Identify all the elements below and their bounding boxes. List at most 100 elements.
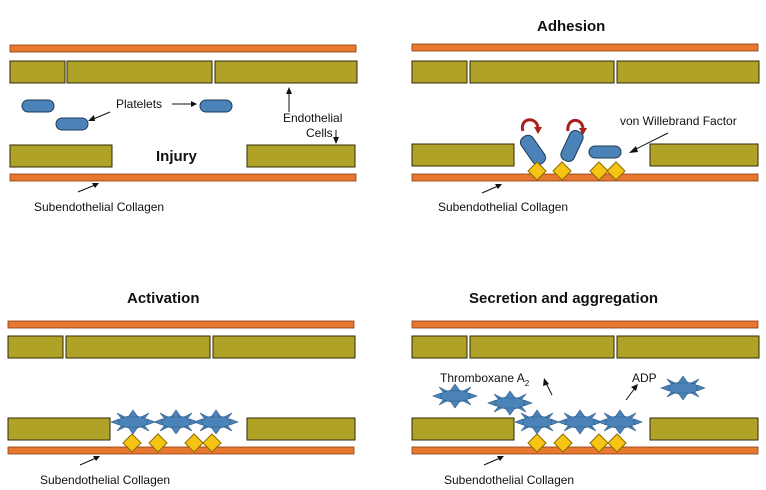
thromboxane-particle [487, 390, 533, 416]
arrow-head [93, 456, 100, 461]
endothelial-cell [411, 417, 515, 441]
arrow [633, 132, 669, 151]
endothelial-cell [7, 417, 111, 441]
adp-label: ADP [632, 371, 657, 385]
endothelial-cell [411, 60, 468, 84]
arrow [79, 457, 97, 466]
endothelial-cell [9, 144, 113, 168]
adp-particle [660, 375, 706, 401]
platelet [519, 134, 547, 166]
platelet [588, 145, 622, 159]
aggregated-platelet [514, 409, 560, 435]
arrow-head [495, 184, 502, 189]
vwf-diamond [606, 161, 626, 181]
subendothelial-collagen [7, 446, 355, 455]
subendothelial-collagen [411, 173, 759, 182]
endothelial-cell [9, 60, 66, 84]
top-collagen-layer [7, 320, 355, 329]
thromboxane-label: Thromboxane A2 [440, 371, 530, 388]
rotation-arrow-head [579, 128, 587, 135]
endothelial-cell [66, 60, 213, 84]
endothelial-cell [246, 144, 356, 168]
vwf-diamond [148, 433, 168, 453]
subendothelial-collagen [411, 446, 759, 455]
thromboxane-text: Thromboxane A [440, 371, 525, 385]
vwf-diamond [202, 433, 222, 453]
vwf-diamond [552, 161, 572, 181]
top-collagen-layer [411, 43, 759, 52]
panel-activation: Activation Subendothelial Collagen [7, 290, 356, 487]
vwf-label: von Willebrand Factor [620, 114, 737, 128]
endothelial-cell [469, 335, 615, 359]
endothelial-cell [65, 335, 211, 359]
injury-title: Injury [156, 148, 197, 165]
collagen-label: Subendothelial Collagen [40, 473, 170, 487]
aggregated-platelet [557, 409, 603, 435]
arrow-head [191, 101, 197, 107]
vwf-diamond [527, 161, 547, 181]
vwf-diamond [589, 433, 609, 453]
arrow-head [88, 115, 95, 121]
endothelial-cell [246, 417, 356, 441]
arrow [77, 184, 96, 193]
arrow-head [543, 378, 549, 386]
adhesion-title: Adhesion [537, 18, 605, 35]
aggregated-platelet [597, 409, 643, 435]
arrow-head [333, 137, 339, 144]
rotation-arrow-icon [566, 119, 585, 132]
platelet [199, 99, 233, 113]
endothelial-cell [411, 143, 515, 167]
endothelial-cell [411, 335, 468, 359]
activation-title: Activation [127, 290, 200, 307]
endothelial-cell [7, 335, 64, 359]
collagen-label: Subendothelial Collagen [34, 200, 164, 214]
top-collagen-layer [411, 320, 759, 329]
arrow-head [497, 456, 504, 461]
top-collagen-layer [9, 44, 357, 53]
arrow [481, 185, 499, 194]
activated-platelet [110, 409, 156, 435]
secretion-title-part2: and aggregation [541, 290, 658, 307]
collagen-label: Subendothelial Collagen [438, 200, 568, 214]
collagen-label: Subendothelial Collagen [444, 473, 574, 487]
platelet [21, 99, 55, 113]
vwf-diamond [607, 433, 627, 453]
vwf-diamond [589, 161, 609, 181]
rotation-arrow-icon [520, 118, 540, 132]
vwf-diamond [122, 433, 142, 453]
secretion-title-part1: Secretion [469, 290, 537, 307]
panel-injury: Platelets Endothelial Cells Injury Suben… [9, 44, 358, 214]
panel-adhesion: Adhesion von Willebrand Factor Subendoth… [411, 18, 760, 214]
arrow [625, 387, 636, 401]
arrow-head [629, 146, 638, 153]
platelet [55, 117, 89, 131]
cells-label: Cells [306, 126, 333, 140]
vwf-diamond [553, 433, 573, 453]
activated-platelet [153, 409, 199, 435]
endothelial-cell [469, 60, 615, 84]
arrow [545, 382, 553, 396]
arrow-head [286, 87, 292, 94]
arrow-head [92, 183, 99, 188]
endothelial-cell [616, 60, 760, 84]
vwf-diamond [184, 433, 204, 453]
endothelial-cell [649, 417, 759, 441]
platelet [560, 130, 584, 162]
endothelial-cell [212, 335, 356, 359]
endothelial-cell [214, 60, 358, 84]
platelets-label: Platelets [116, 97, 162, 111]
thromboxane-subscript: 2 [525, 379, 530, 388]
endothelial-cell [616, 335, 760, 359]
endothelial-cell [649, 143, 759, 167]
thromboxane-particle [432, 383, 478, 409]
subendothelial-collagen [9, 173, 357, 182]
arrow-head [631, 384, 638, 391]
rotation-arrow-head [534, 127, 542, 134]
endothelial-label: Endothelial [283, 111, 342, 125]
arrow [483, 457, 501, 466]
activated-platelet [193, 409, 239, 435]
vwf-diamond [527, 433, 547, 453]
